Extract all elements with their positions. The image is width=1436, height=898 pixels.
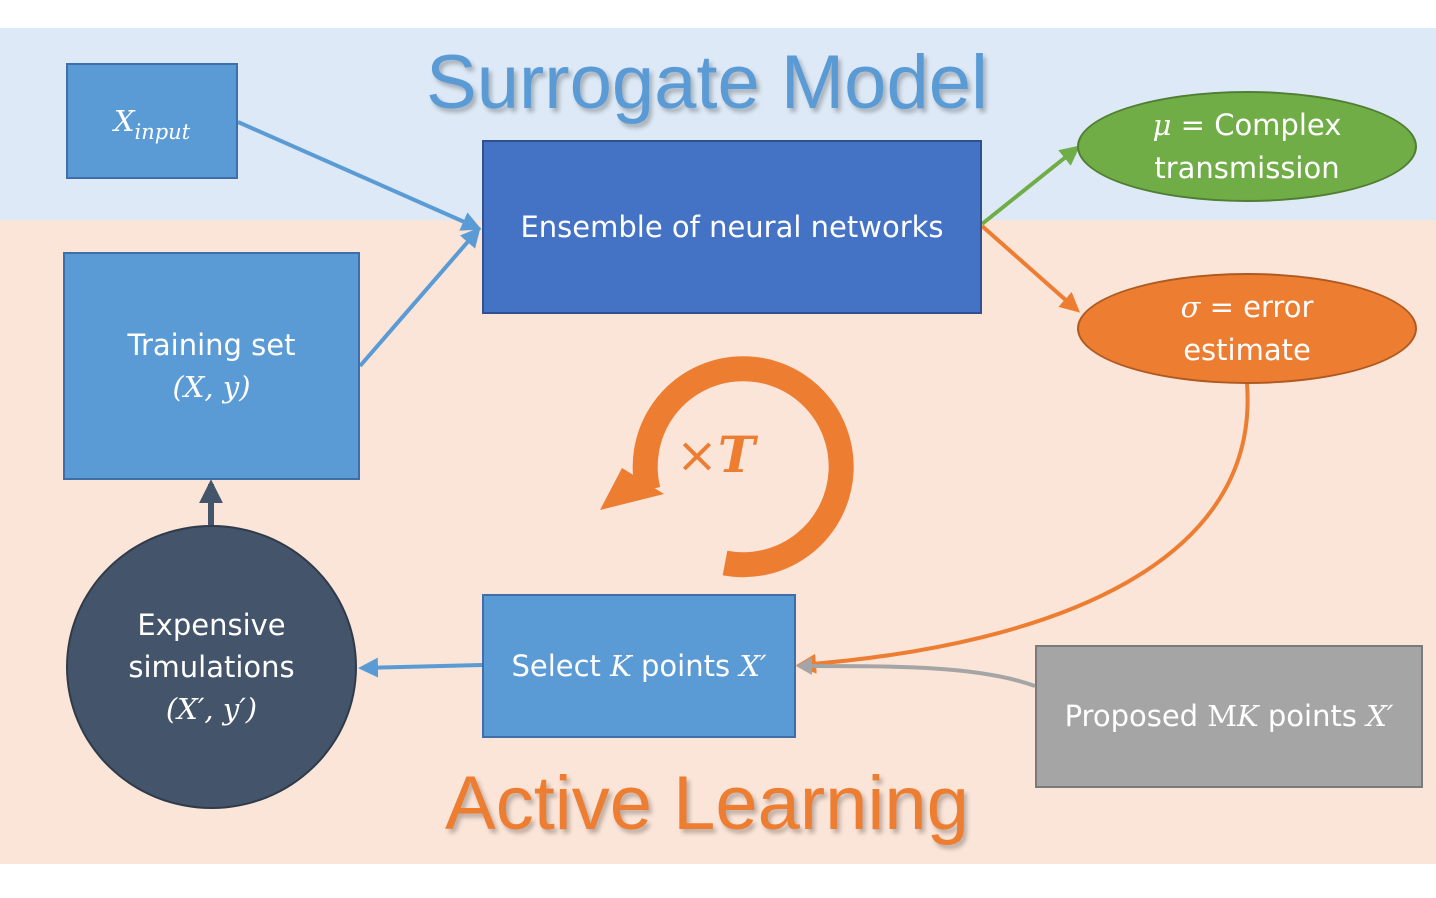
- training-set-node: Training set (X, y): [63, 252, 360, 480]
- mu-line-2: transmission: [1154, 150, 1340, 185]
- arrow-sigma-to-select: [796, 383, 1250, 674]
- iteration-count-label: ×T: [676, 425, 756, 484]
- simulations-math: (X′, y′): [165, 692, 258, 727]
- select-points-node: Select K points X′: [482, 594, 796, 738]
- sigma-output-node: σ = error estimate: [1077, 273, 1417, 384]
- ensemble-node: Ensemble of neural networks: [482, 140, 982, 314]
- arrow-proposed-to-select: [799, 664, 1036, 688]
- active-learning-title: Active Learning: [445, 761, 969, 846]
- arrow-select-to-simulations: [358, 657, 483, 678]
- training-set-label: Training set: [127, 327, 296, 362]
- arrow-training-to-ensemble: [358, 226, 481, 368]
- loop-arrow-icon: [632, 356, 854, 578]
- loop-arrowhead: [600, 468, 664, 510]
- arrow-input-to-ensemble: [237, 120, 482, 231]
- input-node: Xinput: [66, 63, 238, 179]
- select-points-label: Select K points X′: [511, 648, 767, 683]
- input-label: Xinput: [113, 103, 191, 144]
- mu-output-node: μ = Complex transmission: [1077, 91, 1417, 202]
- sigma-line-1: σ = error: [1180, 290, 1314, 325]
- sigma-line-2: estimate: [1183, 332, 1311, 367]
- simulations-line-2: simulations: [128, 649, 295, 684]
- arrow-ensemble-to-mu: [980, 145, 1081, 226]
- arrow-proposed-head: [796, 657, 812, 675]
- arrow-ensemble-to-sigma: [980, 224, 1080, 313]
- training-set-math: (X, y): [172, 370, 251, 404]
- proposed-points-node: Proposed MK points X′: [1035, 645, 1423, 788]
- ensemble-label: Ensemble of neural networks: [520, 209, 944, 244]
- simulations-line-1: Expensive: [137, 607, 286, 642]
- proposed-points-label: Proposed MK points X′: [1064, 699, 1394, 734]
- surrogate-model-title: Surrogate Model: [426, 40, 988, 125]
- expensive-simulations-node: Expensive simulations (X′, y′): [66, 525, 357, 809]
- mu-line-1: μ = Complex: [1152, 108, 1342, 143]
